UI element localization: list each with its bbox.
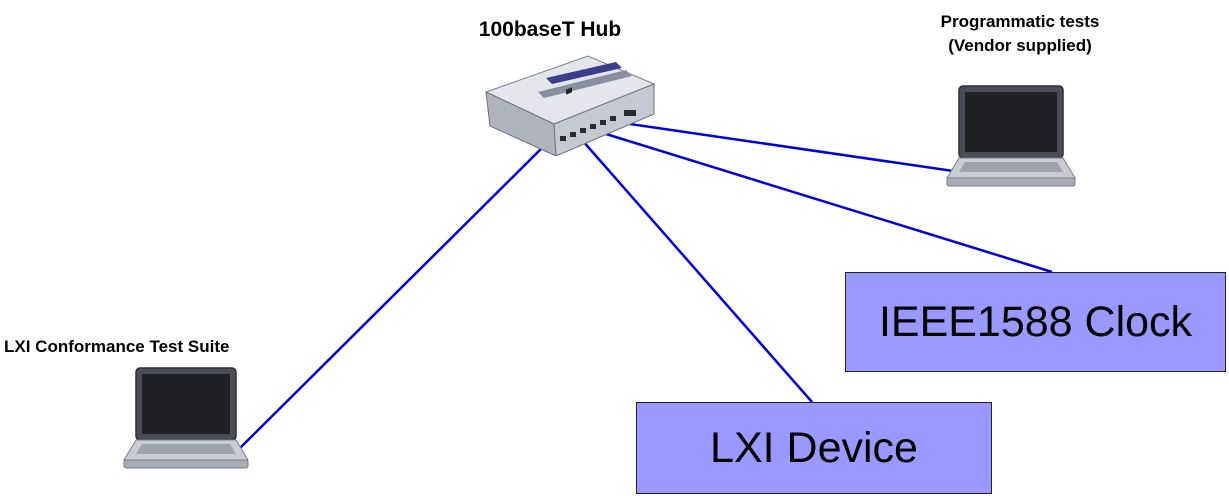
hub-icon: [484, 55, 656, 156]
lxi-device-box: LXI Device: [636, 402, 992, 494]
ieee1588-clock-box: IEEE1588 Clock: [845, 272, 1226, 372]
link-hub-to-conformance-laptop: [235, 137, 553, 453]
conformance-suite-label: LXI Conformance Test Suite: [4, 337, 230, 356]
link-hub-to-lxi-device: [581, 139, 813, 403]
programmatic-tests-label: Programmatic tests (Vendor supplied): [880, 10, 1160, 58]
lxi-device-label: LXI Device: [710, 423, 918, 472]
programmatic-tests-label-line1: Programmatic tests: [940, 12, 1100, 31]
hub-label: 100baseT Hub: [478, 18, 622, 41]
link-hub-to-ieee1588-clock: [605, 132, 1053, 274]
laptop-icon: [123, 367, 249, 469]
laptop-icon: [946, 85, 1076, 187]
link-hub-to-programmatic-laptop: [629, 122, 961, 174]
ieee1588-clock-label: IEEE1588 Clock: [878, 297, 1193, 346]
programmatic-tests-label-line2: (Vendor supplied): [948, 36, 1092, 55]
